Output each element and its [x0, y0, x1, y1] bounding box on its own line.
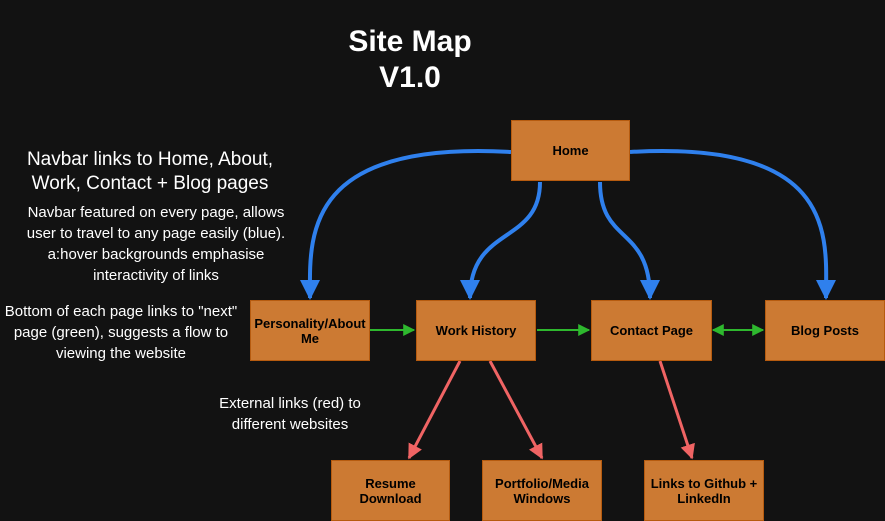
title-line-2: V1.0 — [379, 61, 441, 94]
node-home[interactable]: Home — [511, 120, 630, 181]
note-navbar-detail: Navbar featured on every page, allows us… — [26, 204, 286, 284]
node-work-history[interactable]: Work History — [416, 300, 536, 361]
node-blog-posts[interactable]: Blog Posts — [765, 300, 885, 361]
edge-work-to-portfolio — [488, 360, 544, 460]
node-portfolio-media[interactable]: Portfolio/Media Windows — [482, 460, 602, 521]
node-resume-download[interactable]: Resume Download — [331, 460, 450, 521]
note-navbar-heading: Navbar links to Home, About, Work, Conta… — [26, 149, 274, 194]
edge-home-to-contact — [598, 181, 660, 300]
node-contact-page[interactable]: Contact Page — [591, 300, 712, 361]
node-personality-about[interactable]: Personality/About Me — [250, 300, 370, 361]
note-external-links: External links (red) to different websit… — [219, 395, 361, 433]
edge-home-to-blog — [629, 149, 837, 300]
edge-home-to-work — [460, 181, 542, 300]
edge-contact-to-github — [658, 360, 695, 460]
node-github-linkedin[interactable]: Links to Github + LinkedIn — [644, 460, 764, 521]
note-bottom-links: Bottom of each page links to "next" page… — [4, 303, 238, 362]
title-line-1: Site Map — [348, 25, 472, 58]
edge-home-to-about — [299, 149, 512, 300]
edge-work-to-resume — [407, 360, 462, 460]
diagram-title: Site Map V1.0 — [300, 24, 520, 96]
